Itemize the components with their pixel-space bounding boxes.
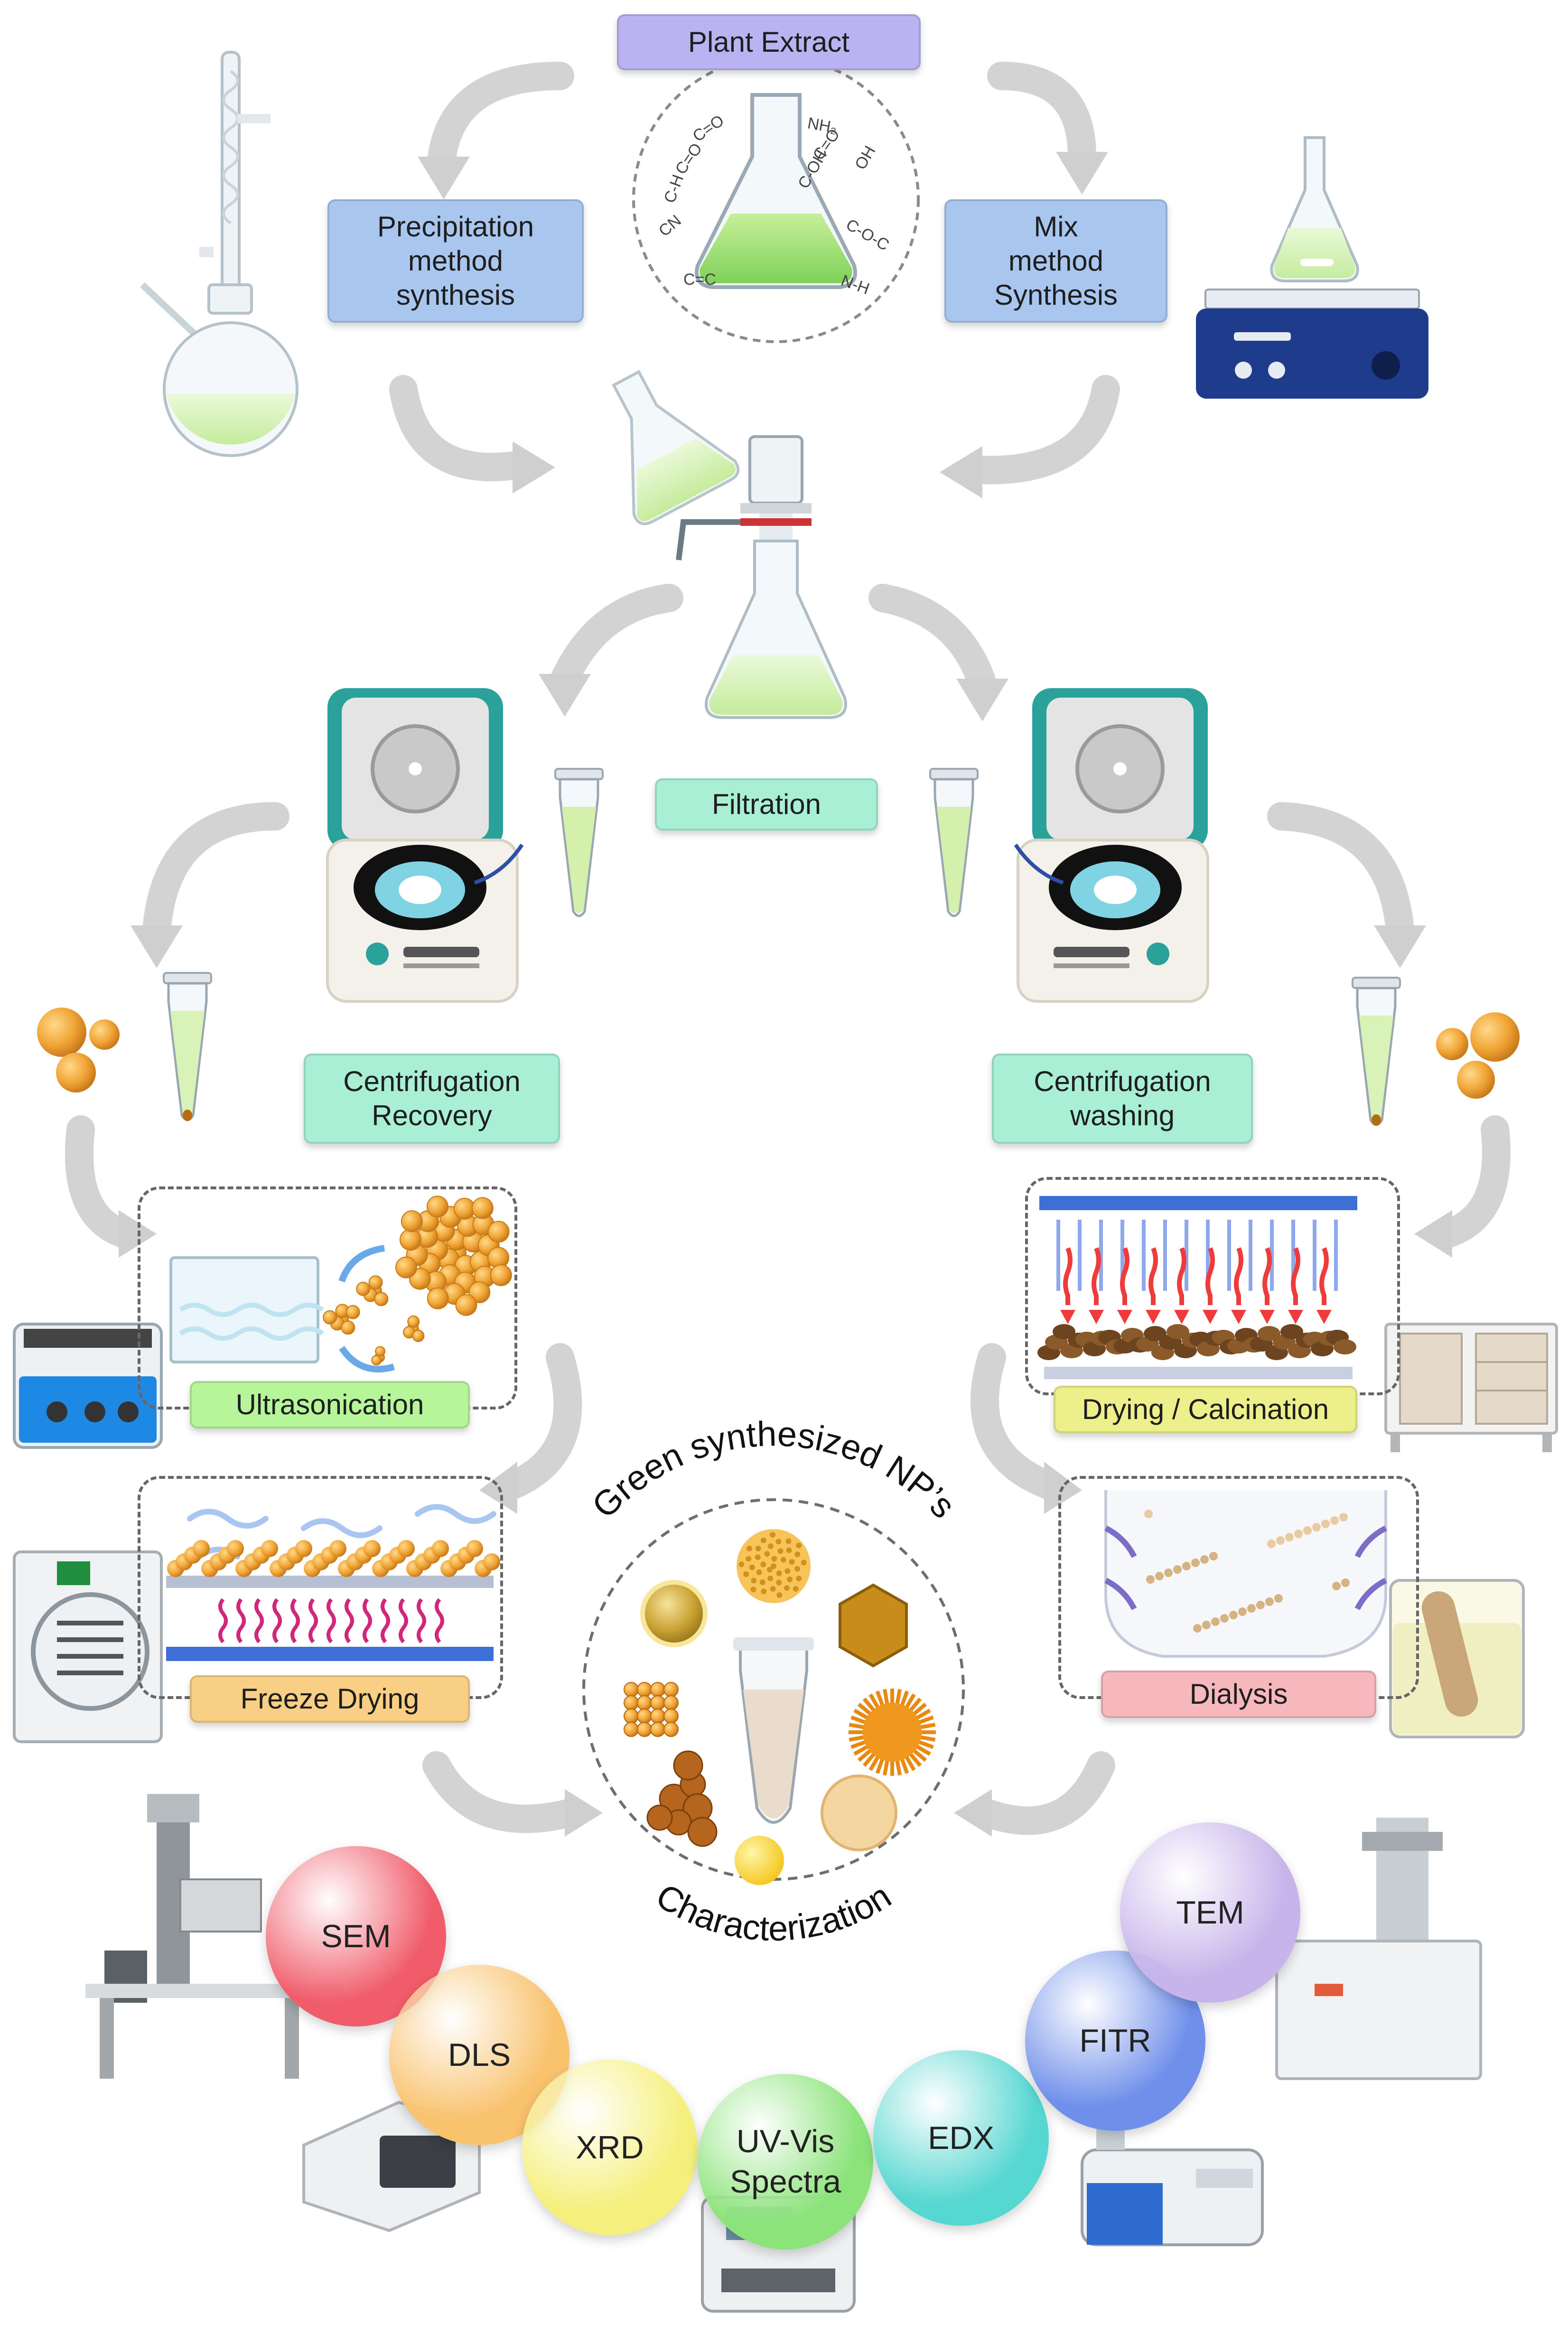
ultrasonication-scene (169, 1256, 324, 1363)
nanoparticles-circle (582, 1498, 965, 1885)
arrow-dialysis-to-center (973, 1751, 1115, 1835)
arrow-filter-to-left (551, 584, 683, 693)
arrow-freeze-to-center (422, 1751, 584, 1833)
dls-instrument-icon (302, 2101, 481, 2232)
nanoparticle-balls (37, 1008, 1520, 1099)
centrifuge-left-icon (326, 688, 524, 1003)
arrow-mix-to-filter (963, 375, 1120, 485)
oven-icon (1384, 1323, 1558, 1452)
centrifugation-recovery-label: Centrifugation Recovery (304, 1054, 560, 1144)
filtration-label: Filtration (655, 778, 878, 831)
technique-edx: EDX (873, 2050, 1049, 2226)
ultrasonication-label: Ultrasonication (190, 1381, 470, 1428)
freeze-drying-panel (138, 1476, 503, 1699)
flow-arrows (65, 62, 1511, 1835)
ultrasonication-panel (138, 1186, 517, 1410)
arrow-plant-to-mix (987, 62, 1096, 171)
dialysis-panel (1058, 1476, 1419, 1699)
technique-tem: TEM (1120, 1822, 1300, 2003)
arrow-to-ultrasonication (65, 1115, 138, 1248)
tem-instrument-icon (1275, 1818, 1482, 2080)
drying-scene (1037, 1196, 1357, 1379)
reflux-condenser-icon (140, 51, 299, 457)
polyhedral-np-icon (839, 1583, 908, 1668)
beaker-dialysis-icon (1389, 1579, 1525, 1738)
mix-method-label: Mix method Synthesis (944, 199, 1167, 323)
functional-group-label: C=C (683, 271, 716, 289)
eppendorf-tube-icon (163, 972, 212, 1121)
technique-xrd: XRD (522, 2060, 698, 2235)
nanoparticle-clusters (323, 1195, 512, 1366)
arrow-heads (119, 152, 1452, 1837)
arrow-precip-to-flask (389, 375, 532, 482)
ftir-instrument-icon (1081, 2098, 1264, 2246)
spiky-np-icon (849, 1689, 936, 1776)
arrow-centrifuge-right (1267, 802, 1414, 944)
eppendorf-tube-icon (929, 768, 979, 917)
eppendorf-tube-icon (554, 768, 604, 917)
precipitation-method-label: Precipitation method synthesis (327, 199, 584, 323)
mesoporous-np-icon (821, 1774, 897, 1851)
arrow-filter-to-right (868, 584, 997, 698)
freeze-dryer-icon (13, 1550, 163, 1743)
drying-calcination-label: Drying / Calcination (1054, 1386, 1357, 1433)
pouring-flask-icon (612, 370, 740, 525)
sphere-np-icon (640, 1580, 708, 1647)
arrow-ultra-to-freeze (498, 1343, 582, 1500)
hotplate-stirrer-icon (1196, 136, 1428, 399)
sem-instrument-icon (85, 1794, 342, 2079)
blue-curved-arrows (338, 1245, 395, 1372)
drying-panel (1025, 1177, 1400, 1395)
cluster-np-icon (646, 1750, 718, 1847)
arrow-drying-to-dialysis (971, 1343, 1063, 1500)
technique-uv-vis: UV-Vis Spectra (698, 2074, 873, 2250)
centrifugation-washing-label: Centrifugation washing (992, 1054, 1253, 1144)
ultrasonic-bath-icon (13, 1323, 163, 1449)
centrifuge-right-icon (1014, 688, 1209, 1003)
dialysis-scene (1104, 1490, 1387, 1658)
dialysis-label: Dialysis (1101, 1671, 1376, 1718)
technique-sem: SEM (266, 1846, 446, 2026)
plant-extract-label: Plant Extract (617, 14, 921, 70)
arrow-to-drying (1433, 1115, 1511, 1248)
arrow-plant-to-precip (427, 62, 574, 176)
freeze-drying-label: Freeze Drying (190, 1675, 470, 1723)
arrow-centrifuge-left (142, 802, 289, 944)
vacuum-filtration-icon (676, 435, 847, 719)
freeze-drying-scene (166, 1504, 500, 1661)
cube-np-icon (624, 1682, 679, 1737)
gold-np-icon (735, 1836, 784, 1885)
eppendorf-tube-icon (1352, 977, 1401, 1126)
